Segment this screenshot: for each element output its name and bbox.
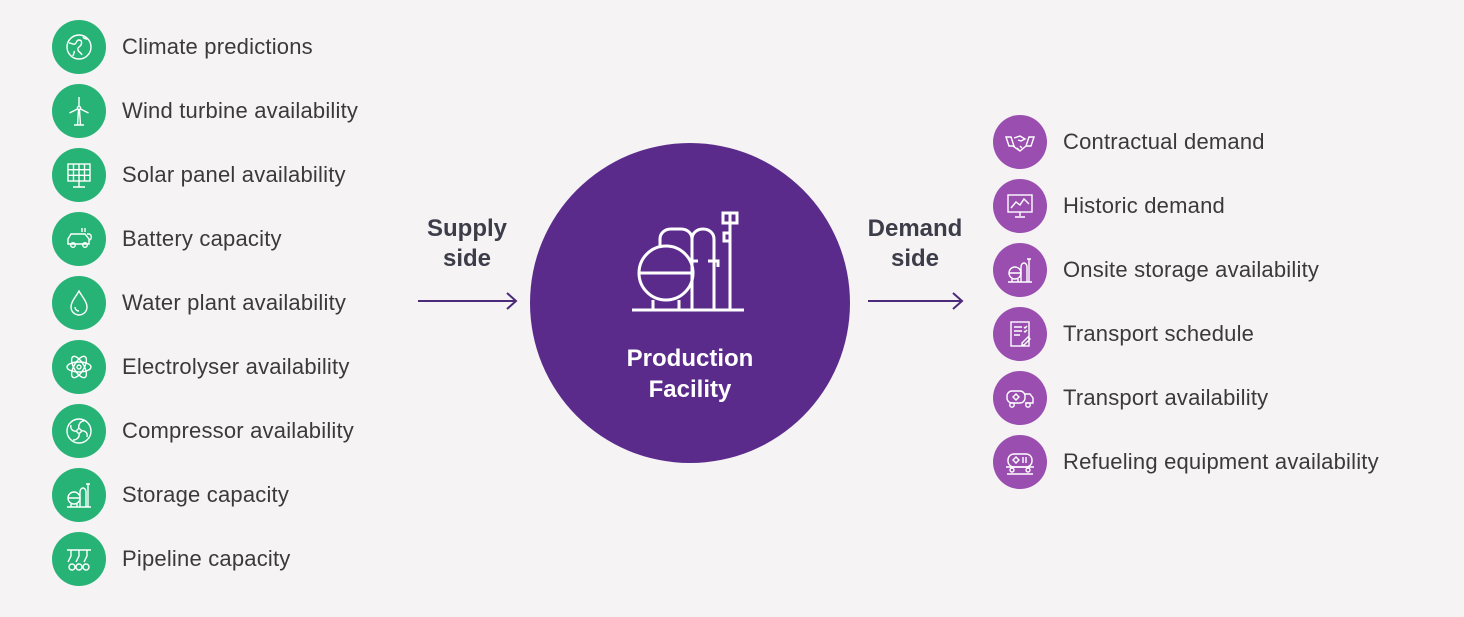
production-facility-hub: Production Facility [530,143,850,463]
demand-item-refueling-equipment: Refueling equipment availability [993,435,1433,489]
wind-turbine-icon [52,84,106,138]
demand-item-label: Onsite storage availability [1063,257,1320,282]
demand-item-historic-demand: Historic demand [993,179,1433,233]
supply-item-label: Solar panel availability [122,162,346,187]
supply-item-storage-capacity: Storage capacity [52,468,472,522]
supply-item-label: Compressor availability [122,418,355,443]
fan-icon [52,404,106,458]
production-facility-icon [632,211,744,312]
demand-arrow [868,292,964,310]
demand-side-label: Demand side [867,215,963,272]
demand-item-transport-availability: Transport availability [993,371,1433,425]
rail-tanker-icon [993,435,1047,489]
solar-panel-icon [52,148,106,202]
supply-side-label: Supply side [426,215,507,272]
water-drop-icon [52,276,106,330]
demand-item-transport-schedule: Transport schedule [993,307,1433,361]
demand-item-contractual-demand: Contractual demand [993,115,1433,169]
supply-item-solar-panel: Solar panel availability [52,148,472,202]
supply-item-pipeline-capacity: Pipeline capacity [52,532,472,586]
checklist-icon [993,307,1047,361]
demand-item-label: Transport schedule [1063,321,1255,346]
tanker-truck-icon [993,371,1047,425]
demand-item-onsite-storage: Onsite storage availability [993,243,1433,297]
supply-item-electrolyser: Electrolyser availability [52,340,472,394]
demand-item-label: Refueling equipment availability [1063,449,1379,474]
supply-item-label: Climate predictions [122,34,313,59]
supply-item-label: Wind turbine availability [122,98,359,123]
supply-item-label: Pipeline capacity [122,546,291,571]
supply-item-label: Water plant availability [122,290,347,315]
hub-title: Production Facility [626,345,754,403]
monitor-chart-icon [993,179,1047,233]
atom-icon [52,340,106,394]
globe-icon [52,20,106,74]
pipeline-icon [52,532,106,586]
supply-item-battery-capacity: Battery capacity [52,212,472,266]
handshake-icon [993,115,1047,169]
demand-item-label: Historic demand [1063,193,1225,218]
supply-arrow [418,292,518,310]
battery-car-icon [52,212,106,266]
supply-item-compressor: Compressor availability [52,404,472,458]
supply-item-label: Storage capacity [122,482,290,507]
supply-item-water-plant: Water plant availability [52,276,472,330]
storage-tank-icon [52,468,106,522]
supply-item-climate-predictions: Climate predictions [52,20,472,74]
supply-item-label: Battery capacity [122,226,282,251]
supply-item-wind-turbine: Wind turbine availability [52,84,472,138]
storage-tank-icon [993,243,1047,297]
demand-item-label: Transport availability [1063,385,1269,410]
demand-item-label: Contractual demand [1063,129,1265,154]
supply-item-label: Electrolyser availability [122,354,350,379]
